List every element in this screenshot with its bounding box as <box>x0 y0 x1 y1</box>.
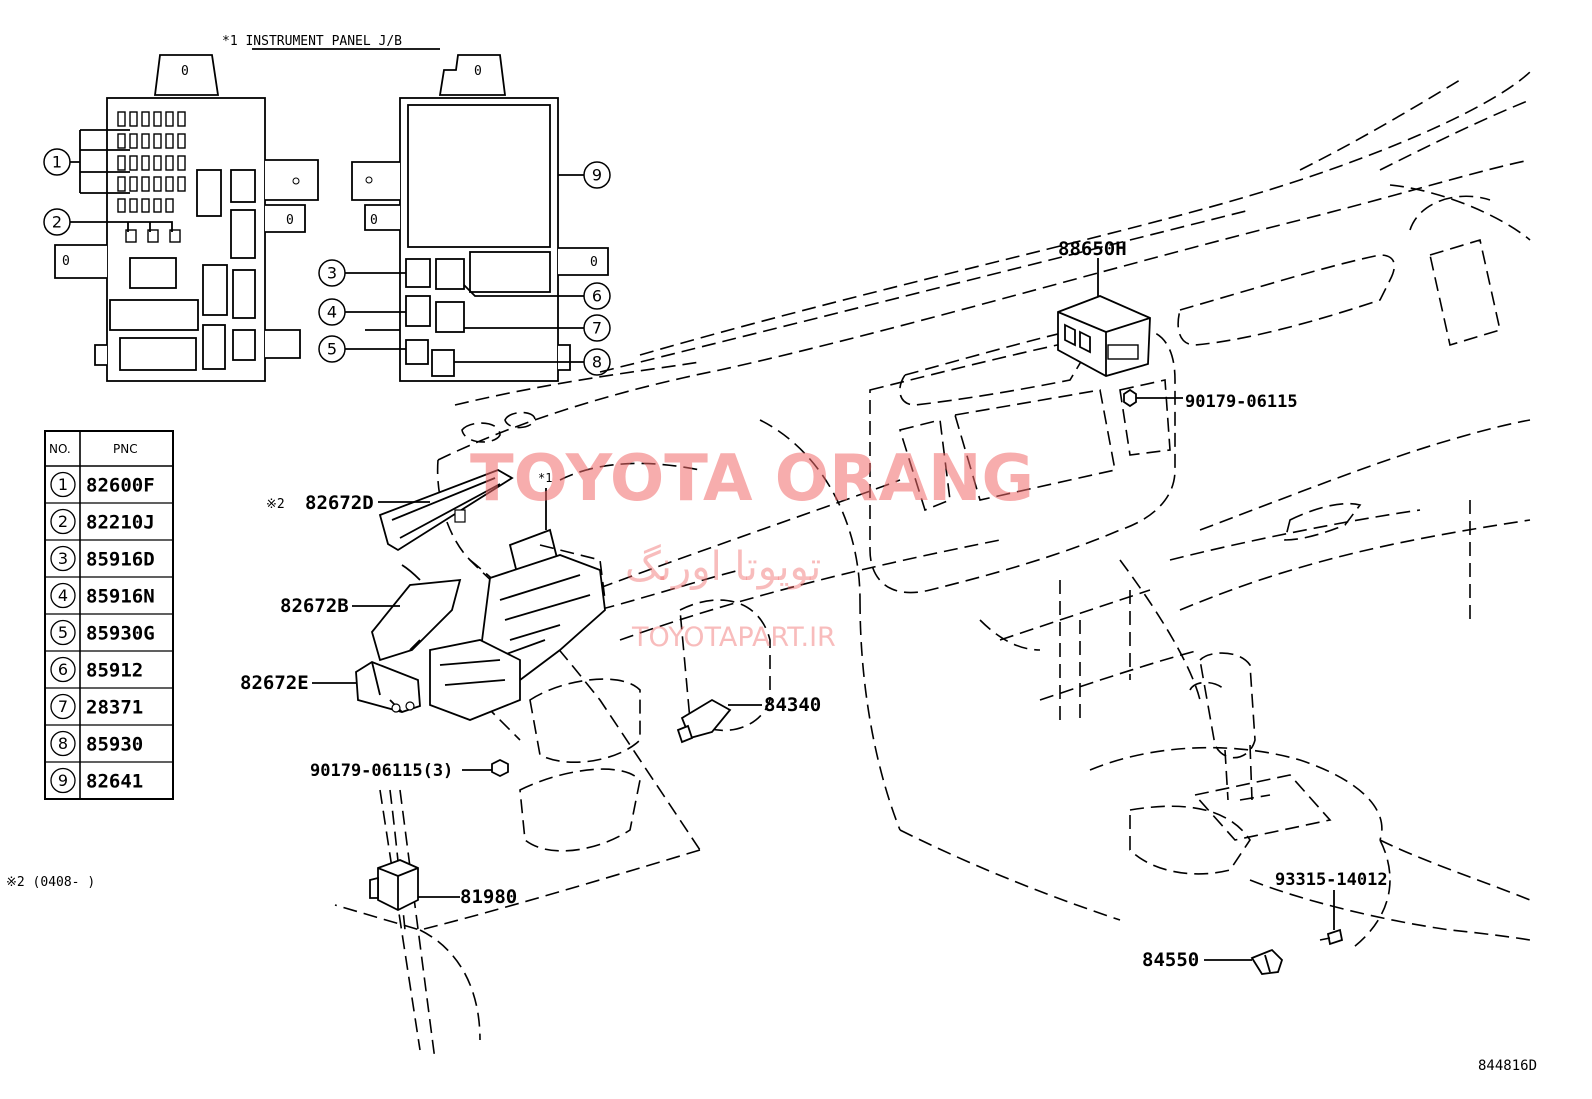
diagram-id: 844816D <box>1478 1058 1537 1074</box>
mount-hole-mark: 0 <box>62 254 70 269</box>
table-row: 9 82641 <box>50 767 143 794</box>
part-84340 <box>676 698 732 744</box>
svg-text:7: 7 <box>592 319 602 338</box>
callout-6: 6 <box>463 282 611 310</box>
part-junction-block-installed <box>429 528 606 741</box>
part-93315-screw <box>1319 928 1344 946</box>
junction-block-back: 0 0 0 <box>351 54 609 382</box>
label-82672E: 82672E <box>240 672 309 694</box>
row-number-circle <box>50 767 76 794</box>
row-number-circle <box>50 619 76 646</box>
label-90179-06115-x3: 90179-06115(3) <box>310 761 453 781</box>
row-number: 9 <box>58 771 68 790</box>
row-number: 5 <box>58 623 68 642</box>
row-number-circle <box>50 656 76 683</box>
label-81980: 81980 <box>460 886 517 908</box>
mount-hole-mark: 0 <box>286 213 294 228</box>
row-pnc: 85916N <box>86 586 155 608</box>
row-number-circle <box>50 730 76 757</box>
label-90179-06115-top: 90179-06115 <box>1185 392 1298 412</box>
watermark-brand: TOYOTA ORANG <box>470 442 1034 516</box>
row-number-circle <box>50 582 76 609</box>
label-88650H: 88650H <box>1058 238 1127 260</box>
part-82672D <box>378 469 514 552</box>
row-pnc: 85912 <box>86 660 143 682</box>
row-number-circle <box>50 508 76 535</box>
svg-text:5: 5 <box>327 340 337 359</box>
svg-text:9: 9 <box>592 166 602 185</box>
mount-hole-mark: 0 <box>181 64 189 79</box>
svg-text:2: 2 <box>52 213 62 232</box>
jb-title: *1 INSTRUMENT PANEL J/B <box>222 34 402 49</box>
part-88650H <box>1057 295 1151 377</box>
label-82672B: 82672B <box>280 595 349 617</box>
table-row: 8 85930 <box>50 730 143 757</box>
label-82672D-mark: ※2 <box>266 497 285 512</box>
svg-text:3: 3 <box>327 264 337 283</box>
table-row: 2 82210J <box>50 508 155 535</box>
mount-hole-mark: 0 <box>370 213 378 228</box>
table-header-no: NO. <box>49 442 71 456</box>
row-pnc: 82210J <box>86 512 155 534</box>
part-82672E <box>355 660 421 713</box>
row-number-circle <box>50 693 76 720</box>
part-84550 <box>1250 948 1284 975</box>
svg-text:8: 8 <box>592 353 602 372</box>
row-pnc: 85916D <box>86 549 155 571</box>
row-number: 8 <box>58 734 68 753</box>
part-90179-nut-x3 <box>491 758 509 778</box>
watermark-brand-fa: تویوتا اورنگ <box>625 544 821 590</box>
callout-8: 8 <box>454 348 611 376</box>
table-row: 7 28371 <box>50 693 143 720</box>
row-pnc: 82600F <box>86 475 155 497</box>
callout-2: 2 <box>43 208 173 236</box>
row-number: 4 <box>58 586 68 605</box>
table-row: 1 82600F <box>50 471 155 498</box>
row-number: 6 <box>58 660 68 679</box>
row-number-circle <box>50 471 76 498</box>
table-row: 5 85930G <box>50 619 155 646</box>
callout-4: 4 <box>318 298 406 326</box>
svg-text:4: 4 <box>327 303 337 322</box>
table-row: 4 85916N <box>50 582 155 609</box>
row-number: 2 <box>58 512 68 531</box>
pnc-table: NO. PNC 1 82600F 2 82210J 3 85916D 4 85916N 5 859… <box>44 430 174 800</box>
svg-text:6: 6 <box>592 287 602 306</box>
part-90179-nut-top <box>1123 388 1137 408</box>
svg-text:1: 1 <box>52 153 62 172</box>
row-number-circle <box>50 545 76 572</box>
label-82672D: 82672D <box>305 492 374 514</box>
row-pnc: 82641 <box>86 771 143 793</box>
row-number: 1 <box>58 475 68 494</box>
part-82672B <box>371 564 462 662</box>
footnote: ※2 (0408- ) <box>6 875 95 890</box>
callout-3: 3 <box>318 259 406 287</box>
callout-1: 1 <box>43 129 130 194</box>
callout-9: 9 <box>558 161 611 189</box>
label-93315-14012: 93315-14012 <box>1275 870 1388 890</box>
row-pnc: 85930G <box>86 623 155 645</box>
mount-hole-mark: 0 <box>590 255 598 270</box>
callout-7: 7 <box>464 314 611 342</box>
label-84550: 84550 <box>1142 949 1199 971</box>
junction-block-front: 0 0 0 <box>54 54 319 382</box>
table-row: 3 85916D <box>50 545 155 572</box>
watermark-site: TOYOTAPART.IR <box>631 622 836 653</box>
label-84340: 84340 <box>764 694 821 716</box>
table-row: 6 85912 <box>50 656 143 683</box>
table-header-pnc: PNC <box>113 442 138 456</box>
mount-hole-mark: 0 <box>474 64 482 79</box>
row-pnc: 85930 <box>86 734 143 756</box>
label-star1: *1 <box>538 471 552 485</box>
callout-5: 5 <box>318 335 406 363</box>
part-81980 <box>369 859 419 912</box>
row-pnc: 28371 <box>86 697 143 719</box>
row-number: 3 <box>58 549 68 568</box>
row-number: 7 <box>58 697 68 716</box>
